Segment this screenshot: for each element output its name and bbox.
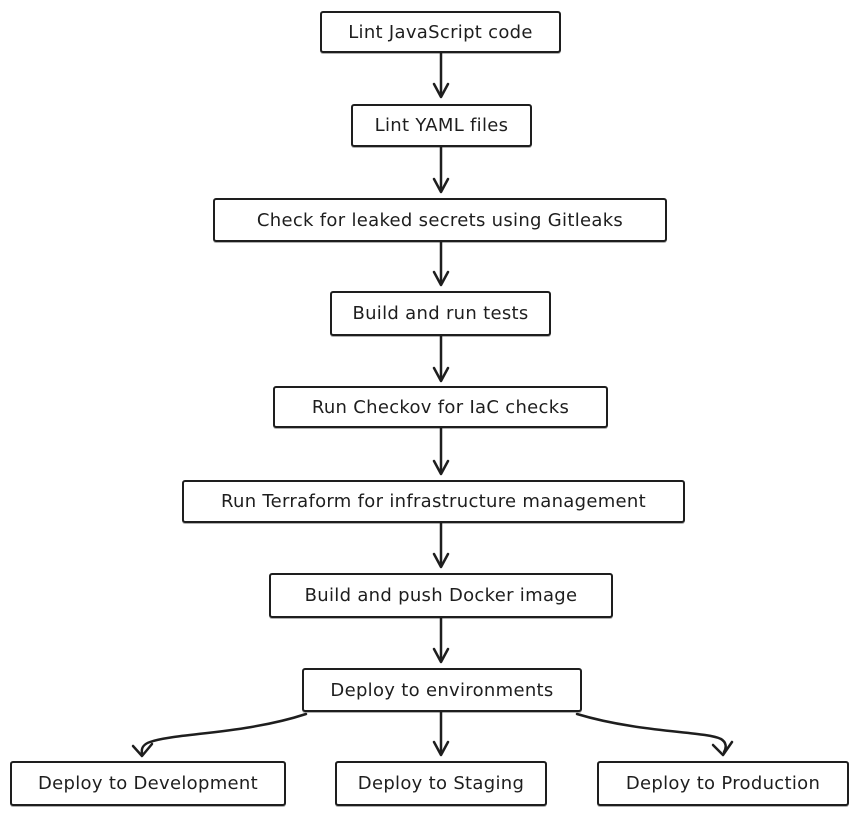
edge-deployenv-dev <box>131 712 308 758</box>
edge-deployenv-prod <box>575 712 734 757</box>
flow-node-terraform: Run Terraform for infrastructure managem… <box>182 480 685 523</box>
edge-checkov-terraform <box>432 426 450 476</box>
edge-terraform-docker <box>432 521 450 569</box>
node-label: Build and run tests <box>352 303 529 324</box>
node-label: Deploy to Staging <box>357 773 525 794</box>
flow-node-deploy-staging: Deploy to Staging <box>335 761 547 806</box>
node-label: Deploy to environments <box>330 679 554 701</box>
flow-node-gitleaks: Check for leaked secrets using Gitleaks <box>213 198 667 242</box>
node-label: Build and push Docker image <box>304 585 578 606</box>
edge-gitleaks-buildtests <box>432 240 450 287</box>
node-label: Run Checkov for IaC checks <box>311 396 570 418</box>
flow-node-deploy-environments: Deploy to environments <box>302 668 582 712</box>
flow-node-build-tests: Build and run tests <box>330 291 551 336</box>
flow-node-docker: Build and push Docker image <box>269 573 613 618</box>
flow-node-checkov: Run Checkov for IaC checks <box>273 386 608 428</box>
flow-node-deploy-production: Deploy to Production <box>597 761 849 806</box>
edge-buildtests-checkov <box>432 334 450 383</box>
node-label: Deploy to Production <box>625 773 821 794</box>
edge-lintjs-lintyaml <box>432 51 450 99</box>
node-label: Lint YAML files <box>374 115 509 136</box>
flow-node-lint-yaml: Lint YAML files <box>351 104 532 147</box>
node-label: Lint JavaScript code <box>348 21 533 43</box>
edge-deployenv-staging <box>432 710 450 757</box>
node-label: Check for leaked secrets using Gitleaks <box>256 209 624 231</box>
edge-docker-deployenv <box>432 616 450 664</box>
node-label: Run Terraform for infrastructure managem… <box>221 491 646 512</box>
edge-lintyaml-gitleaks <box>432 145 450 194</box>
node-label: Deploy to Development <box>37 773 258 794</box>
flow-node-deploy-development: Deploy to Development <box>10 761 286 806</box>
flow-node-lint-js: Lint JavaScript code <box>320 11 561 53</box>
